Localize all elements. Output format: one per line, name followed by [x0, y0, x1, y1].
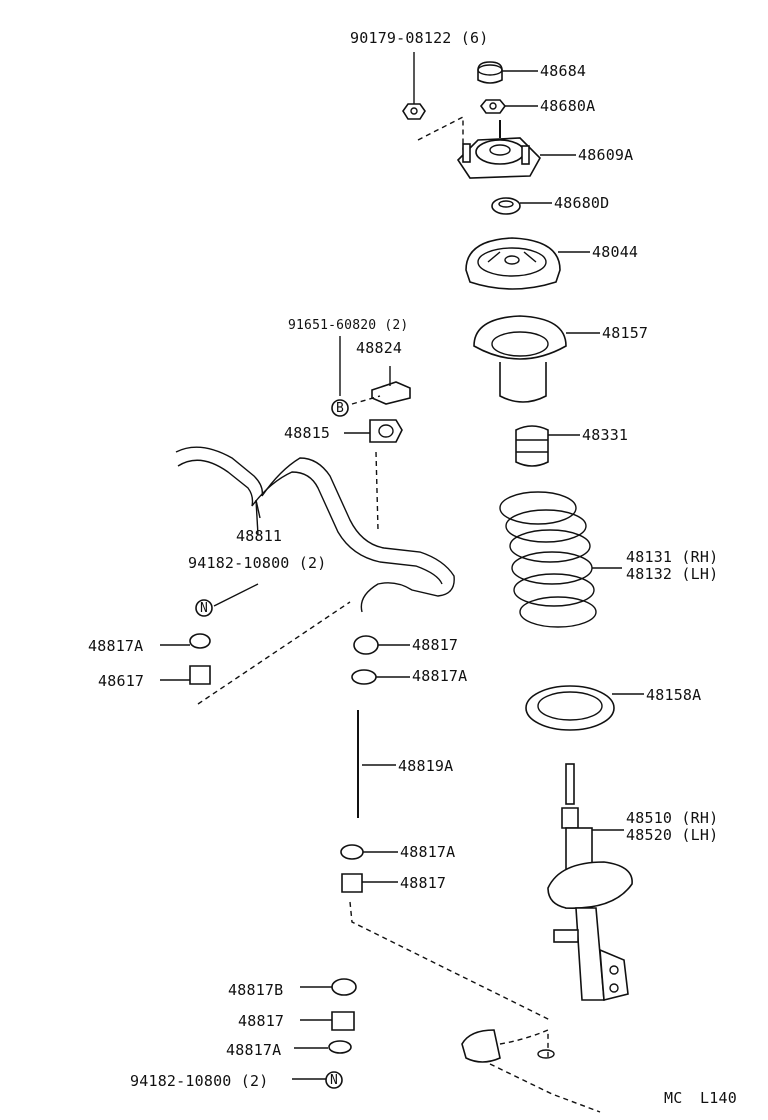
label-91651: 91651-60820 (2) [288, 318, 409, 333]
label-48131: 48131 (RH) [626, 548, 719, 566]
label-90179: 90179-08122 (6) [350, 29, 489, 47]
label-48817A-mid: 48817A [412, 667, 468, 685]
stabilizer-bar-icon [175, 446, 455, 613]
label-48811: 48811 [236, 527, 283, 545]
label-48157: 48157 [602, 324, 649, 342]
label-48817A-left: 48817A [88, 637, 144, 655]
shock-absorber-icon [547, 763, 633, 1002]
hex-nut-icon [402, 52, 426, 120]
label-48617: 48617 [98, 672, 145, 690]
label-48044: 48044 [592, 243, 639, 261]
label-48158A: 48158A [646, 686, 702, 704]
label-48817B: 48817B [228, 981, 284, 999]
dust-cap-icon [477, 61, 538, 84]
spring-seat-icon [465, 237, 590, 290]
bushing-icon [344, 419, 403, 531]
lower-insulator-icon [525, 685, 644, 731]
stabilizer-link-icon [160, 601, 551, 1021]
label-48609A: 48609A [578, 146, 634, 164]
label-48510: 48510 (RH) [626, 809, 719, 827]
label-94182-bottom: 94182-10800 (2) [130, 1072, 269, 1090]
strut-mount-icon [456, 120, 576, 179]
label-48819A: 48819A [398, 757, 454, 775]
coil-spring-icon [499, 491, 622, 628]
lower-arm-icon [461, 1028, 601, 1113]
symbol-n-top: N [200, 601, 209, 616]
bushing-stack-low [292, 844, 398, 1080]
symbol-n-bottom: N [330, 1073, 339, 1088]
label-48817-mid: 48817 [412, 636, 459, 654]
label-48817A-low: 48817A [400, 843, 456, 861]
label-48680D: 48680D [554, 194, 610, 212]
label-diagram-code: L140 [700, 1089, 737, 1107]
bushing-icon [491, 197, 552, 215]
symbol-b: B [336, 401, 345, 416]
label-48824: 48824 [356, 339, 403, 357]
label-48817-bot: 48817 [238, 1012, 285, 1030]
hex-nut-icon [479, 99, 538, 114]
label-48520: 48520 (LH) [626, 826, 719, 844]
bump-stopper-icon [515, 425, 580, 467]
bushing-stack-mid [189, 633, 410, 685]
label-48817-low: 48817 [400, 874, 447, 892]
label-48815: 48815 [284, 424, 331, 442]
label-94182-top: 94182-10800 (2) [188, 554, 327, 572]
label-48684: 48684 [540, 62, 587, 80]
label-48680A: 48680A [540, 97, 596, 115]
label-48132: 48132 (LH) [626, 565, 719, 583]
label-mc: MC [664, 1089, 683, 1107]
spring-insulator-icon [473, 315, 600, 403]
label-48817A-bot: 48817A [226, 1041, 282, 1059]
label-48331: 48331 [582, 426, 629, 444]
bracket-icon [339, 336, 411, 405]
